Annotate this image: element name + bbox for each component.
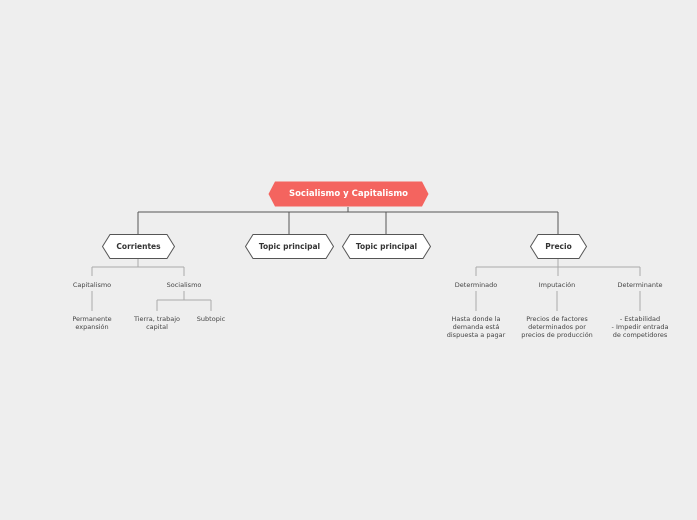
- root-fill: [268, 181, 429, 207]
- topic-label: Corrientes: [116, 242, 161, 251]
- main-topic-precio[interactable]: Precio: [530, 234, 587, 259]
- main-topic-corrientes[interactable]: Corrientes: [102, 234, 175, 259]
- subtopic-determinado[interactable]: Determinado: [454, 281, 498, 289]
- subtopic-capitalismo[interactable]: Capitalismo: [72, 281, 112, 289]
- subtopic-determinante[interactable]: Determinante: [617, 281, 663, 289]
- subtopic-determinante-detail[interactable]: - Estabilidad - Impedir entrada de compe…: [611, 315, 669, 339]
- subtopic-imputacion-detail[interactable]: Precios de factores determinados por pre…: [521, 315, 593, 339]
- subtopic-determinado-detail[interactable]: Hasta donde la demanda está dispuesta a …: [446, 315, 506, 339]
- topic-shape: [342, 234, 431, 259]
- subtopic-socialismo-detail-1[interactable]: Tierra, trabajo capital: [133, 315, 181, 331]
- topic-shape: [245, 234, 334, 259]
- root-label: Socialismo y Capitalismo: [288, 189, 409, 199]
- subtopic-socialismo-detail-2[interactable]: Subtopic: [196, 315, 226, 323]
- root-topic[interactable]: Socialismo y Capitalismo: [268, 181, 429, 207]
- subtopic-imputacion[interactable]: Imputación: [538, 281, 576, 289]
- topic-shape: [530, 234, 587, 259]
- subtopic-socialismo[interactable]: Socialismo: [166, 281, 202, 289]
- topic-shape: [102, 234, 175, 259]
- root-shape: [268, 181, 429, 207]
- main-topic-principal-2[interactable]: Topic principal: [342, 234, 431, 259]
- subtopic-capitalismo-detail[interactable]: Permanente expansión: [72, 315, 112, 331]
- main-topic-principal-1[interactable]: Topic principal: [245, 234, 334, 259]
- topic-label: Precio: [545, 242, 572, 251]
- topic-label: Topic principal: [258, 242, 321, 251]
- topic-label: Topic principal: [355, 242, 418, 251]
